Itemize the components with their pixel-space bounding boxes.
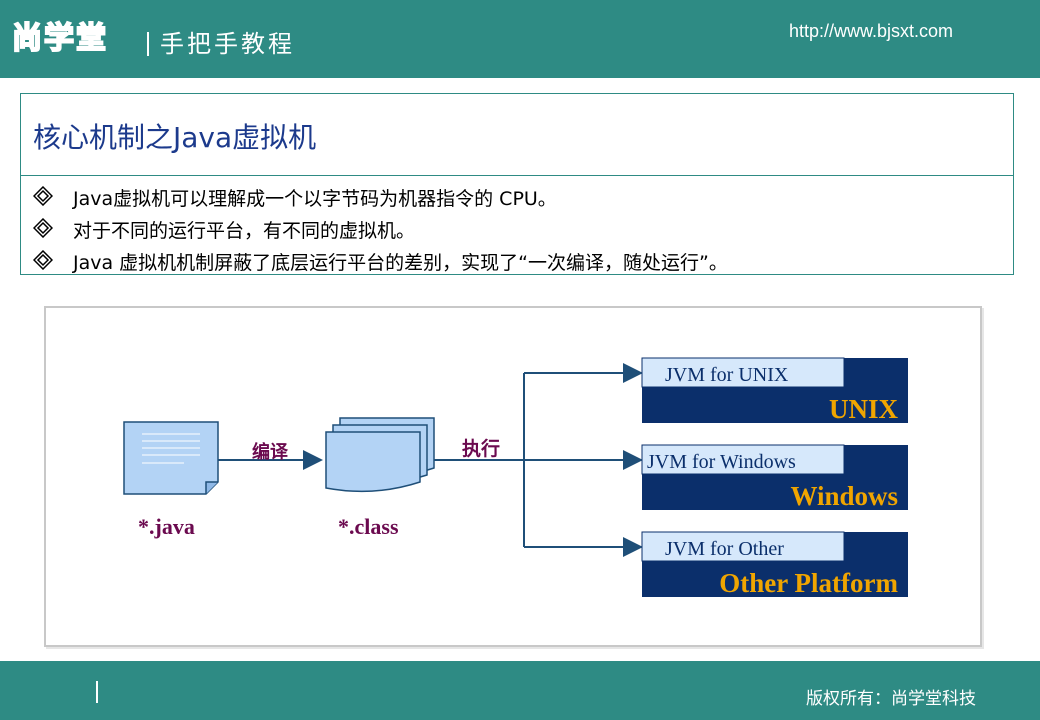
header-divider	[147, 32, 149, 56]
title-divider	[21, 175, 1013, 176]
jvm-label: JVM for Windows	[647, 451, 796, 473]
bullet-text: 对于不同的运行平台，有不同的虚拟机。	[73, 220, 416, 242]
bullet-text: Java 虚拟机机制屏蔽了底层运行平台的差别，实现了“一次编译，随处运行”。	[73, 252, 728, 274]
footer-copyright: 版权所有：尚学堂科技	[806, 689, 976, 709]
logo: 尚学堂	[11, 20, 108, 57]
footer-divider	[96, 681, 98, 703]
header-url[interactable]: http://www.bjsxt.com	[789, 21, 954, 41]
jvm-diagram: *.java 编译 *.class 执行 JVM for UNIX UNIX J…	[44, 306, 982, 647]
platform-box-unix: JVM for UNIX UNIX	[641, 357, 908, 424]
diamond-bullet-icon	[33, 186, 53, 206]
java-file-label: *.java	[138, 514, 195, 539]
execute-label: 执行	[462, 437, 500, 460]
diagram-canvas: *.java 编译 *.class 执行 JVM for UNIX UNIX J…	[123, 357, 908, 598]
header-subtitle: 手把手教程	[160, 30, 295, 58]
platform-box-other: JVM for Other Other Platform	[641, 531, 908, 598]
java-file-icon	[123, 421, 219, 495]
page-title: 核心机制之Java虚拟机	[33, 121, 317, 154]
jvm-label: JVM for UNIX	[665, 364, 789, 386]
platform-name: UNIX	[829, 394, 899, 424]
diamond-bullet-icon	[33, 250, 53, 270]
platform-name: Other Platform	[719, 568, 898, 598]
header-bar: 尚学堂 手把手教程 http://www.bjsxt.com	[0, 0, 1040, 78]
class-files-icon	[325, 417, 435, 493]
content-box: 核心机制之Java虚拟机 Java虚拟机可以理解成一个以字节码为机器指令的 CP…	[20, 93, 1014, 275]
jvm-label: JVM for Other	[665, 538, 784, 560]
bullet-text: Java虚拟机可以理解成一个以字节码为机器指令的 CPU。	[73, 188, 557, 210]
class-file-label: *.class	[338, 514, 399, 539]
platform-name: Windows	[790, 481, 898, 511]
footer-bar: 版权所有：尚学堂科技	[0, 661, 1040, 720]
diamond-bullet-icon	[33, 218, 53, 238]
platform-box-windows: JVM for Windows Windows	[641, 444, 908, 511]
compile-label: 编译	[252, 441, 289, 463]
